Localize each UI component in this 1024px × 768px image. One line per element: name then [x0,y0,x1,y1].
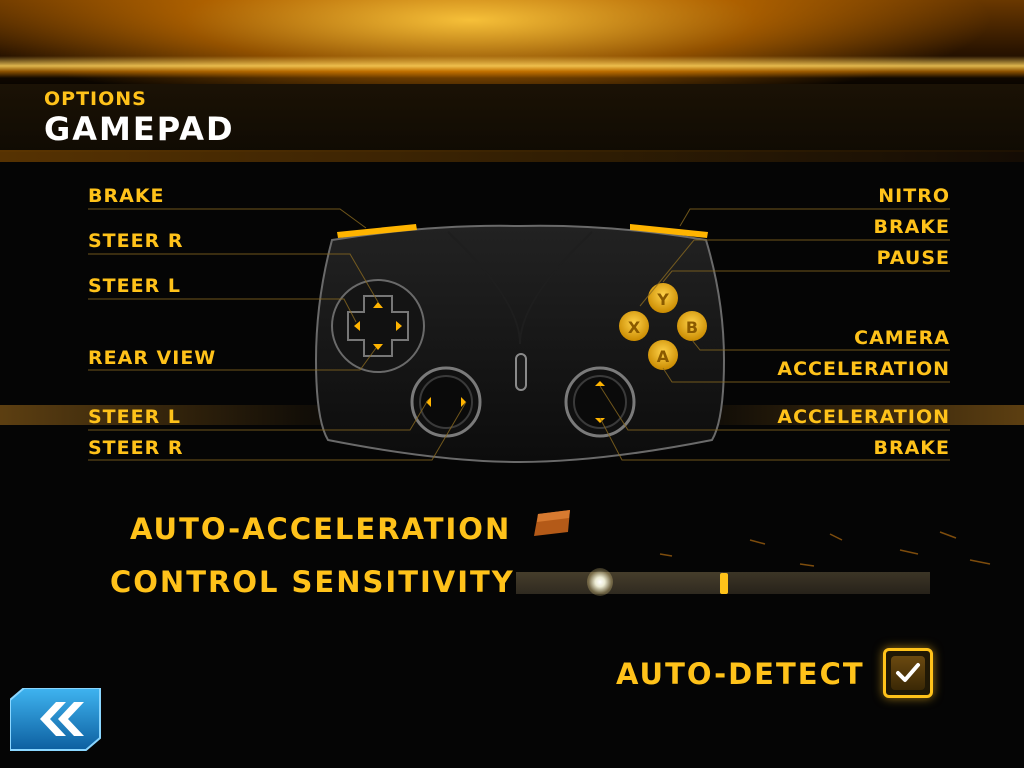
x-button [619,311,649,341]
sensitivity-slider-thumb[interactable] [720,573,728,594]
label-left-bumper: BRAKE [88,185,165,207]
header-band [0,84,1024,152]
svg-text:Y: Y [656,290,669,309]
double-chevron-left-icon [40,702,84,736]
sensitivity-slider-fill [516,572,723,594]
section-label: OPTIONS [44,88,147,110]
top-light-streak [0,56,1024,78]
page-title: GAMEPAD [44,110,235,148]
label-dpad-down: REAR VIEW [88,347,217,369]
label-right-trigger: BRAKE [873,216,950,238]
label-dpad-right: STEER R [88,230,184,252]
label-lstick-right: STEER R [88,437,184,459]
svg-text:A: A [657,347,670,366]
auto-acceleration-label: AUTO-ACCELERATION [130,512,512,546]
svg-text:X: X [628,318,641,337]
label-rstick-down: BRAKE [873,437,950,459]
dpad [347,295,409,357]
y-button [648,283,678,313]
auto-detect-checkbox[interactable] [883,648,933,698]
back-button[interactable] [10,688,102,752]
a-button [648,340,678,370]
label-a-button: ACCELERATION [777,358,950,380]
header-divider [0,150,1024,162]
label-dpad-left: STEER L [88,275,181,297]
control-sensitivity-label: CONTROL SENSITIVITY [110,565,515,599]
label-b-button: CAMERA [854,327,950,349]
left-bumper [337,224,417,238]
label-lstick-left: STEER L [88,406,181,428]
svg-text:B: B [686,318,698,337]
b-button [677,311,707,341]
auto-acceleration-toggle[interactable] [532,510,572,536]
label-right-bumper: NITRO [878,185,950,207]
check-icon [896,663,920,682]
slider-glow [587,568,613,596]
auto-detect-label: AUTO-DETECT [616,657,865,691]
right-bumper [630,224,708,238]
label-y-button: PAUSE [876,247,950,269]
label-rstick-up: ACCELERATION [777,406,950,428]
spark-decoration [659,531,991,567]
